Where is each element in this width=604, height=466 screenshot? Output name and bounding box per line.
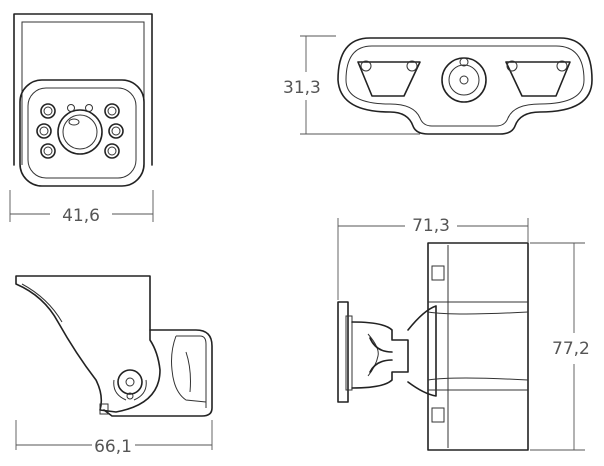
back-width-label: 71,3: [412, 216, 450, 236]
top-depth-label: 31,3: [283, 78, 321, 98]
side-view: [15, 275, 213, 450]
back-height-label: 77,2: [552, 339, 590, 359]
front-view: [9, 13, 154, 222]
side-length-label: 66,1: [94, 437, 132, 457]
top-view: [300, 35, 593, 135]
back-view: [337, 218, 585, 451]
front-width-label: 41,6: [62, 206, 100, 226]
